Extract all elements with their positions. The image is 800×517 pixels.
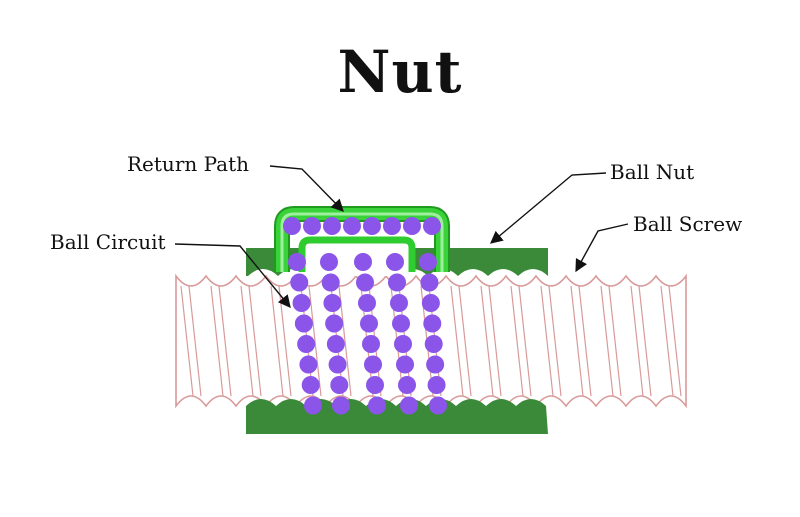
ball — [400, 396, 418, 415]
callout-arrows — [174, 165, 629, 308]
ball-nut-bottom-plate — [246, 399, 548, 434]
ball — [388, 273, 406, 292]
thread-line — [488, 285, 502, 397]
thread-line — [608, 285, 622, 397]
thread-line — [600, 285, 614, 397]
ball — [403, 217, 421, 235]
thread-line — [218, 285, 232, 397]
thread-line — [510, 285, 524, 397]
ball — [386, 253, 404, 271]
ball-screw-arrow — [575, 223, 629, 273]
ball — [398, 376, 416, 394]
ball — [423, 314, 442, 333]
ball — [294, 314, 313, 333]
thread-line — [450, 285, 464, 397]
ball — [321, 273, 340, 292]
return-path-label: Return Path — [127, 152, 249, 176]
ball — [394, 335, 412, 353]
thread-line — [240, 285, 254, 397]
ball-circuit-arrow — [174, 243, 291, 308]
ball — [323, 294, 342, 312]
ball — [390, 294, 408, 312]
ball — [356, 273, 374, 292]
ball — [427, 376, 446, 394]
ball — [426, 355, 445, 374]
ball-nut-arrow — [490, 172, 607, 244]
return-path-arrow — [269, 165, 344, 212]
ball — [330, 376, 349, 394]
ball — [323, 217, 341, 235]
thread-line — [638, 285, 652, 397]
ball — [364, 355, 382, 374]
thread-line — [660, 285, 674, 397]
thread-line — [188, 285, 202, 397]
ball — [290, 273, 309, 292]
ball-nut-label: Ball Nut — [610, 160, 694, 184]
ball — [343, 217, 361, 235]
diagram-title: Nut — [337, 38, 463, 106]
ball — [325, 314, 344, 333]
ball — [304, 396, 322, 415]
ball — [362, 335, 380, 353]
ball — [358, 294, 376, 312]
ball — [303, 217, 321, 235]
thread-line — [458, 285, 472, 397]
thread-line — [270, 285, 284, 397]
ball — [392, 314, 410, 333]
thread-line — [668, 285, 682, 397]
thread-line — [180, 285, 194, 397]
ball — [429, 396, 447, 415]
thread-line — [630, 285, 644, 397]
ball — [283, 217, 301, 235]
ball-circuit-label: Ball Circuit — [50, 230, 166, 254]
thread-line — [578, 285, 592, 397]
ball — [363, 217, 381, 235]
thread-line — [540, 285, 554, 397]
ball — [396, 355, 414, 374]
thread-line — [248, 285, 262, 397]
thread-line — [210, 285, 224, 397]
ball — [320, 253, 338, 271]
ball-circuit-balls — [283, 217, 447, 415]
ball — [326, 335, 345, 353]
ball-screw-outline — [175, 273, 687, 409]
ball — [383, 217, 401, 235]
ball — [424, 335, 443, 353]
ball — [301, 376, 320, 394]
ball — [292, 294, 311, 312]
thread-line — [308, 285, 322, 397]
ball — [368, 396, 386, 415]
ball — [299, 355, 318, 374]
ball-screw-label: Ball Screw — [633, 212, 742, 236]
thread-line — [548, 285, 562, 397]
ball — [420, 273, 439, 292]
ball — [354, 253, 372, 271]
thread-line — [570, 285, 584, 397]
ball — [421, 294, 440, 312]
thread-line — [480, 285, 494, 397]
ball — [360, 314, 378, 333]
ball — [419, 253, 437, 271]
ball — [297, 335, 316, 353]
ball — [423, 217, 441, 235]
thread-line — [518, 285, 532, 397]
ball — [332, 396, 350, 415]
ball — [328, 355, 347, 374]
ball — [288, 253, 306, 271]
ball — [366, 376, 384, 394]
